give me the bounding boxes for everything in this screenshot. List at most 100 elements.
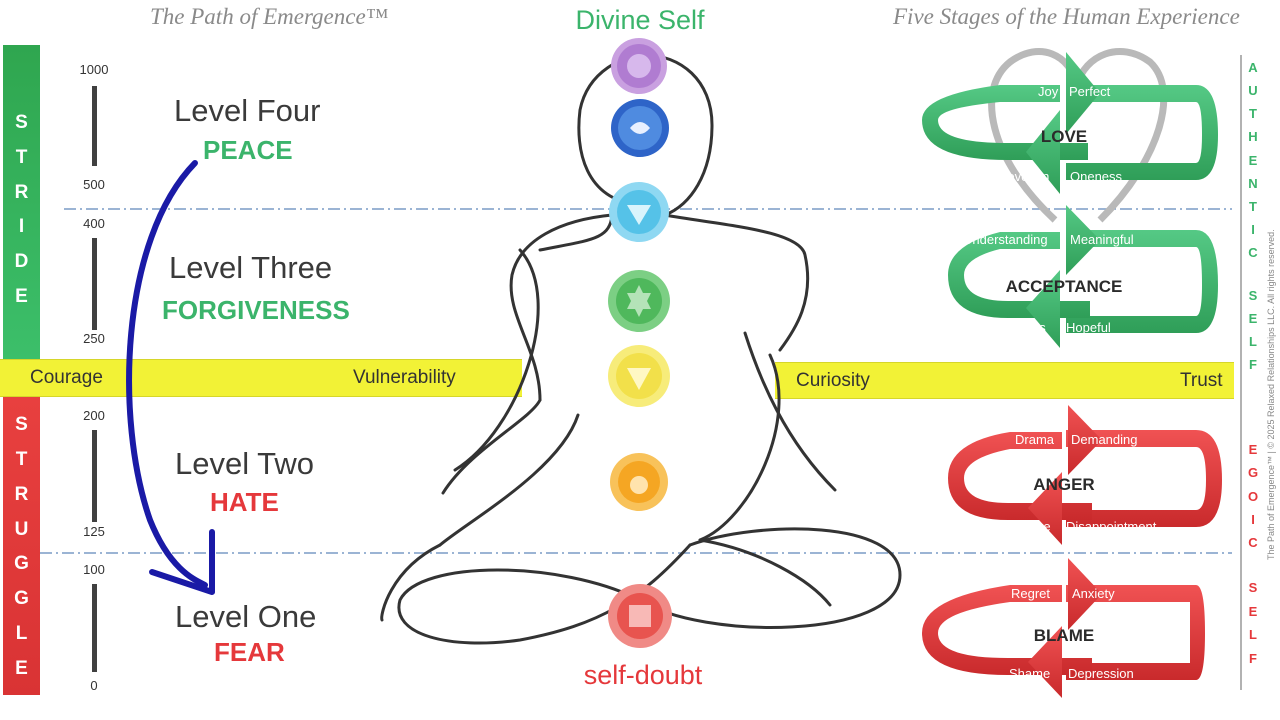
struggle-letter: U xyxy=(14,518,29,540)
level-three-title: Level Three xyxy=(169,250,333,285)
scale-bar xyxy=(92,238,97,330)
struggle-letter: L xyxy=(15,623,28,645)
level-one-emotion: FEAR xyxy=(214,637,285,667)
egoic-letter: O xyxy=(1247,488,1259,504)
egoic-self-letters: S E L F xyxy=(1245,580,1261,666)
egoic-letter: G xyxy=(1247,465,1259,481)
self-letter: E xyxy=(1248,603,1258,619)
cycle-word: Oneness xyxy=(1070,169,1123,184)
scale-bar xyxy=(92,430,97,522)
cycle-title: ACCEPTANCE xyxy=(1005,277,1123,296)
vulnerability-label: Vulnerability xyxy=(353,367,456,388)
struggle-letters: S T R U G G L E xyxy=(3,414,40,680)
stride-letters: S T R I D E xyxy=(3,112,40,308)
cycle-word: Demanding xyxy=(1071,432,1138,447)
cycle-word: Willingness xyxy=(980,320,1046,335)
stride-letter: T xyxy=(15,146,28,168)
left-title: The Path of Emergence™ xyxy=(150,4,389,29)
stride-stripe xyxy=(3,45,40,360)
level-three-emotion: FORGIVENESS xyxy=(162,295,350,325)
struggle-letter: E xyxy=(15,657,28,679)
self-letter: S xyxy=(1248,580,1258,595)
self-letter: F xyxy=(1249,650,1257,666)
struggle-letter: R xyxy=(14,483,29,505)
root-chakra-icon xyxy=(607,583,673,654)
authentic-letter: E xyxy=(1248,152,1258,168)
struggle-stripe xyxy=(3,395,40,695)
cycle-word: Meaningful xyxy=(1070,232,1134,247)
scale-label: 125 xyxy=(83,524,105,539)
sacral-chakra-icon xyxy=(609,452,669,517)
cycle-word: Depression xyxy=(1068,666,1134,681)
cycle-word: Anxiety xyxy=(1072,586,1115,601)
egoic-letters: E G O I C xyxy=(1245,442,1261,550)
throat-chakra-icon xyxy=(608,181,670,248)
cycle-word: Drama xyxy=(1015,432,1055,447)
cycle-title: ANGER xyxy=(1033,475,1095,494)
struggle-letter: G xyxy=(14,553,29,575)
cycle-word: Joy xyxy=(1038,84,1059,99)
cycle-word: Devotion xyxy=(998,169,1050,184)
scale-bar xyxy=(92,86,97,166)
courage-label: Courage xyxy=(30,367,103,388)
self-letter: S xyxy=(1248,288,1258,303)
right-title: Five Stages of the Human Experience xyxy=(893,4,1240,29)
third-eye-chakra-icon xyxy=(610,98,670,163)
authentic-letter: U xyxy=(1248,83,1258,99)
scale-label: 500 xyxy=(83,177,105,192)
struggle-letter: S xyxy=(15,414,28,435)
level-four-emotion: PEACE xyxy=(203,135,293,165)
crown-chakra-icon xyxy=(609,36,669,101)
heart-chakra-icon xyxy=(607,269,671,338)
scale-label: 250 xyxy=(83,331,105,346)
stride-letter: D xyxy=(14,251,29,273)
authentic-letter: I xyxy=(1251,221,1255,237)
self-letter: E xyxy=(1248,311,1258,326)
authentic-letter: N xyxy=(1248,175,1258,191)
cycle-love xyxy=(922,52,1218,194)
egoic-letter: C xyxy=(1248,535,1258,550)
cycle-word: Perfect xyxy=(1069,84,1111,99)
cycle-anger xyxy=(948,405,1222,545)
self-doubt-label: self-doubt xyxy=(583,660,703,690)
cycle-word: Hopeful xyxy=(1066,320,1111,335)
cycle-word: Understanding xyxy=(963,232,1048,247)
scale-label: 100 xyxy=(83,562,105,577)
trust-label: Trust xyxy=(1180,370,1223,391)
stride-letter: I xyxy=(18,216,25,238)
cycle-word: Disappointment xyxy=(1066,519,1157,534)
stride-letter: E xyxy=(15,285,28,307)
trust-band: Curiosity Trust xyxy=(775,362,1234,399)
cycle-word: Desire xyxy=(1013,519,1051,534)
authentic-letter: C xyxy=(1248,245,1258,260)
egoic-letter: I xyxy=(1251,511,1255,527)
authentic-letter: A xyxy=(1248,60,1258,75)
authentic-letter: T xyxy=(1249,106,1257,122)
blue-descent-arrow xyxy=(126,160,215,595)
level-one-title: Level One xyxy=(175,599,317,634)
cycle-title: BLAME xyxy=(1033,626,1095,645)
egoic-letter: E xyxy=(1248,442,1258,457)
cycle-blame xyxy=(922,558,1205,698)
scale-label: 1000 xyxy=(79,62,109,77)
stride-letter: R xyxy=(14,181,29,203)
copyright-notice: The Path of Emergence™ | © 2025 Relaxed … xyxy=(1266,229,1276,560)
self-letter: F xyxy=(1249,357,1257,372)
cycle-acceptance xyxy=(948,205,1218,348)
cycle-word: Regret xyxy=(1011,586,1051,601)
level-four-title: Level Four xyxy=(174,93,321,128)
divine-self-label: Divine Self xyxy=(575,5,705,35)
self-letter: L xyxy=(1249,334,1257,349)
cycle-title: LOVE xyxy=(1040,127,1088,146)
authentic-self-letters: S E L F xyxy=(1245,288,1261,372)
struggle-letter: T xyxy=(15,448,28,470)
courage-band: Courage Vulnerability xyxy=(0,359,522,397)
scale-label: 0 xyxy=(90,678,98,693)
struggle-letter: G xyxy=(14,588,29,610)
authentic-letter: H xyxy=(1248,129,1258,145)
authentic-letter: T xyxy=(1249,198,1257,214)
curiosity-label: Curiosity xyxy=(796,370,870,391)
solar-plexus-chakra-icon xyxy=(607,344,671,413)
cycle-word: Shame xyxy=(1009,666,1051,681)
